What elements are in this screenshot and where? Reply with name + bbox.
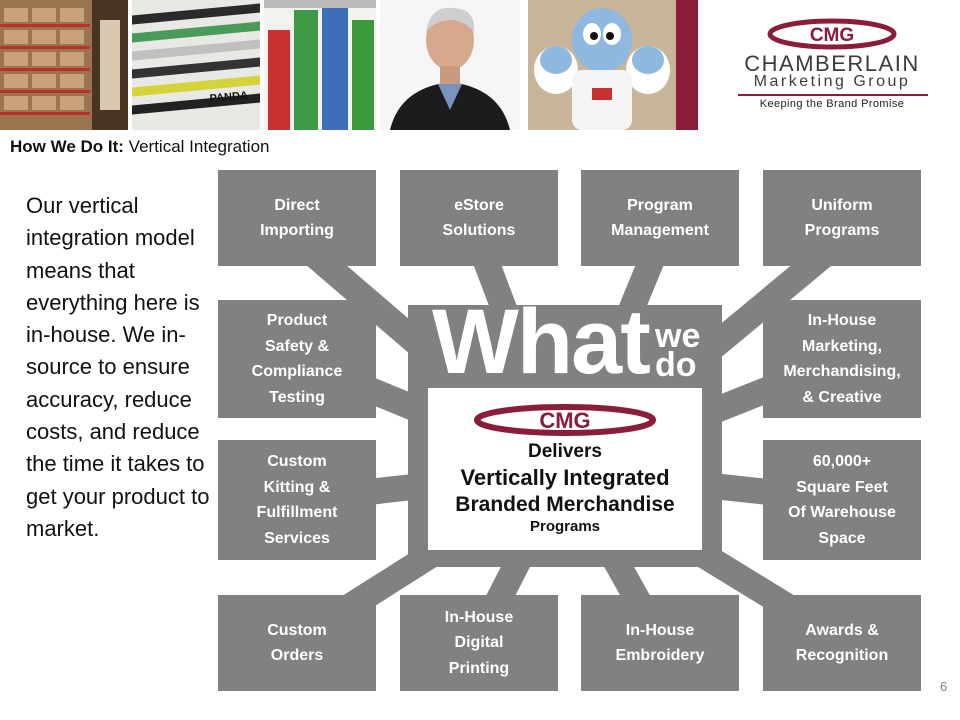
box-direct-importing: Direct Importing: [218, 170, 376, 266]
logo-tagline: Keeping the Brand Promise: [759, 98, 905, 110]
do-text: do: [655, 346, 697, 384]
center-mark-text: CMG: [539, 408, 590, 433]
we-do-text: we do: [655, 317, 701, 384]
heading-rest: Vertical Integration: [123, 137, 270, 156]
box-label: In-House Digital Printing: [444, 608, 514, 677]
box-label: Awards & Recognition: [795, 621, 889, 665]
box-estore-solutions: eStore Solutions: [400, 170, 558, 266]
box-custom-orders: Custom Orders: [218, 595, 376, 691]
center-line-vertically: Vertically Integrated: [460, 465, 670, 490]
heading-bold: How We Do It:: [10, 137, 124, 156]
logo-subtitle: Marketing Group: [753, 73, 911, 90]
box-embroidery: In-House Embroidery: [581, 595, 739, 691]
box-awards-recognition: Awards & Recognition: [763, 595, 921, 691]
logo-mark-text: CMG: [810, 25, 854, 46]
portrait-photo: [380, 0, 520, 130]
mascot-photo: [528, 0, 698, 130]
page-number: 6: [940, 679, 948, 694]
box-program-management: Program Management: [581, 170, 739, 266]
center-line-programs: Programs: [529, 518, 601, 535]
center-message: Delivers Vertically Integrated Branded M…: [428, 440, 702, 536]
box-label: In-House Marketing, Merchandising, & Cre…: [783, 312, 901, 406]
box-label: Uniform Programs: [804, 196, 880, 240]
center-line-branded: Branded Merchandise: [455, 493, 675, 516]
box-custom-kitting: Custom Kitting & Fulfillment Services: [218, 440, 376, 560]
box-label: Custom Kitting & Fulfillment Services: [256, 453, 338, 547]
box-label: In-House Embroidery: [615, 621, 705, 665]
pen-brand-text: PANDA: [209, 90, 248, 105]
box-label: Direct Importing: [260, 196, 334, 240]
box-label: Custom Orders: [267, 621, 327, 665]
thread-spools-photo: [264, 0, 376, 130]
box-label: Product Safety & Compliance Testing: [251, 312, 343, 406]
pens-photo: PANDA: [132, 0, 260, 130]
box-warehouse-space: 60,000+ Square Feet Of Warehouse Space: [763, 440, 921, 560]
center-panel: CMG: [425, 385, 705, 553]
what-headline: What: [432, 291, 651, 393]
center-line-delivers: Delivers: [528, 441, 602, 462]
cmg-oval-icon: CMG: [767, 18, 897, 50]
box-label: Program Management: [611, 196, 709, 240]
slide-heading: How We Do It: Vertical Integration: [10, 137, 269, 157]
chamberlain-logo: CMG CHAMBERLAIN Marketing Group Keeping …: [712, 18, 952, 118]
box-product-safety: Product Safety & Compliance Testing: [218, 300, 376, 418]
box-digital-printing: In-House Digital Printing: [400, 595, 558, 691]
center-cmg-icon: CMG: [474, 404, 656, 436]
we-text: we: [655, 317, 701, 355]
box-label: 60,000+ Square Feet Of Warehouse Space: [788, 453, 896, 547]
body-paragraph: Our vertical integration model means tha…: [26, 193, 210, 541]
logo-divider: [738, 94, 928, 96]
box-label: eStore Solutions: [442, 196, 516, 240]
box-inhouse-marketing: In-House Marketing, Merchandising, & Cre…: [763, 300, 921, 418]
box-uniform-programs: Uniform Programs: [763, 170, 921, 266]
logo-brand-name: CHAMBERLAIN: [744, 51, 920, 76]
warehouse-photo: [0, 0, 128, 130]
